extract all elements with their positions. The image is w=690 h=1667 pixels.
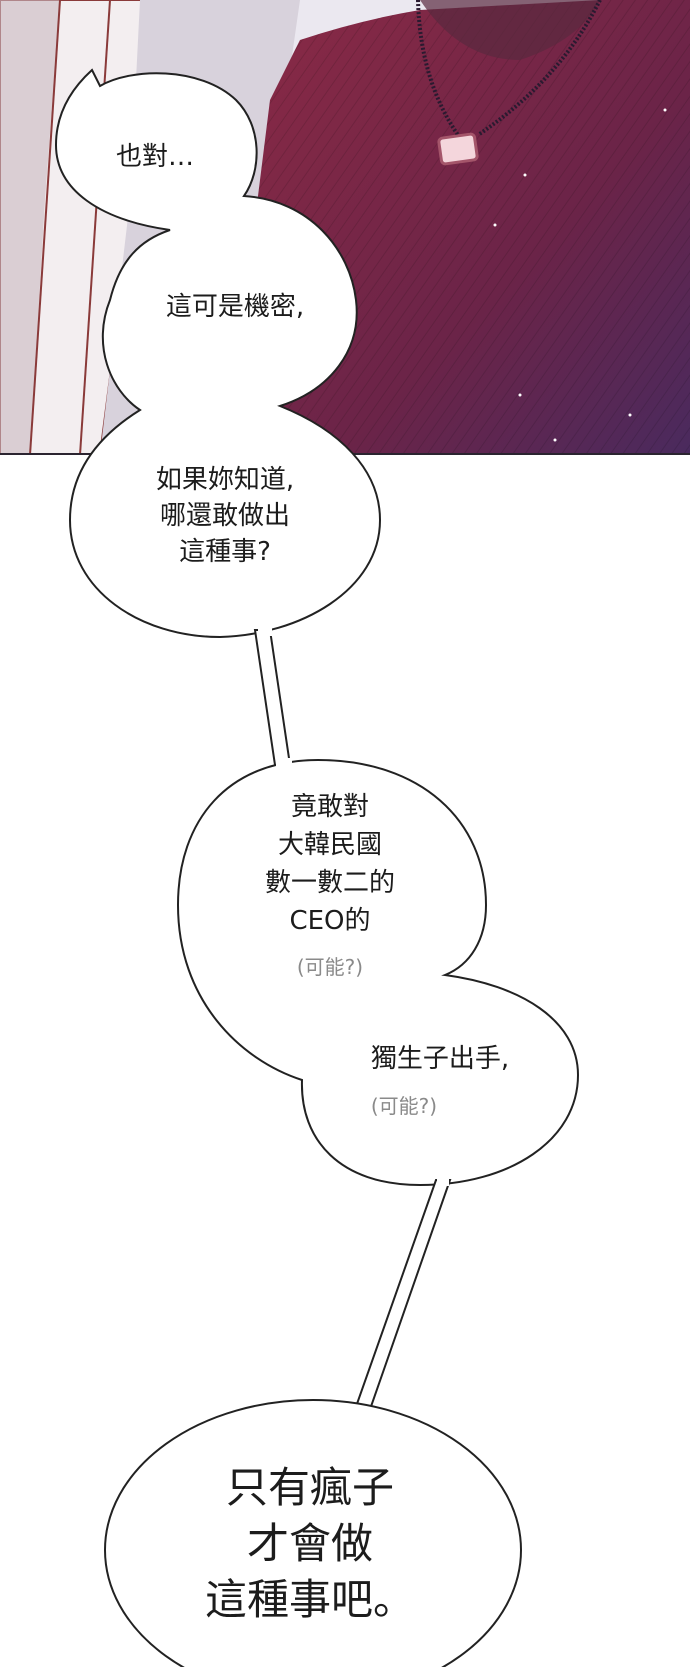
bubble-connector-1 — [253, 629, 292, 766]
bubble-text-1: 也對… — [115, 142, 194, 172]
bubble-text-6: 只有瘋子 才會做 這種事吧。 — [204, 1463, 415, 1624]
bubble-note-5: (可能?) — [370, 1094, 438, 1118]
bubble-text-4: 竟敢對 大韓民國 數一數二的 CEO的 — [264, 792, 395, 936]
pendant-icon — [437, 132, 479, 166]
bubble-connector-2 — [350, 1179, 452, 1419]
speech-bubble-middle-group — [176, 758, 580, 1187]
bubble-text-5: 獨生子出手, — [370, 1044, 510, 1074]
bubble-text-3: 如果妳知道, 哪還敢做出 這種事? — [155, 465, 295, 567]
bubble-note-4: (可能?) — [296, 955, 364, 979]
speech-bubble-bottom — [104, 1399, 522, 1667]
bubble-text-2: 這可是機密, — [165, 292, 305, 322]
